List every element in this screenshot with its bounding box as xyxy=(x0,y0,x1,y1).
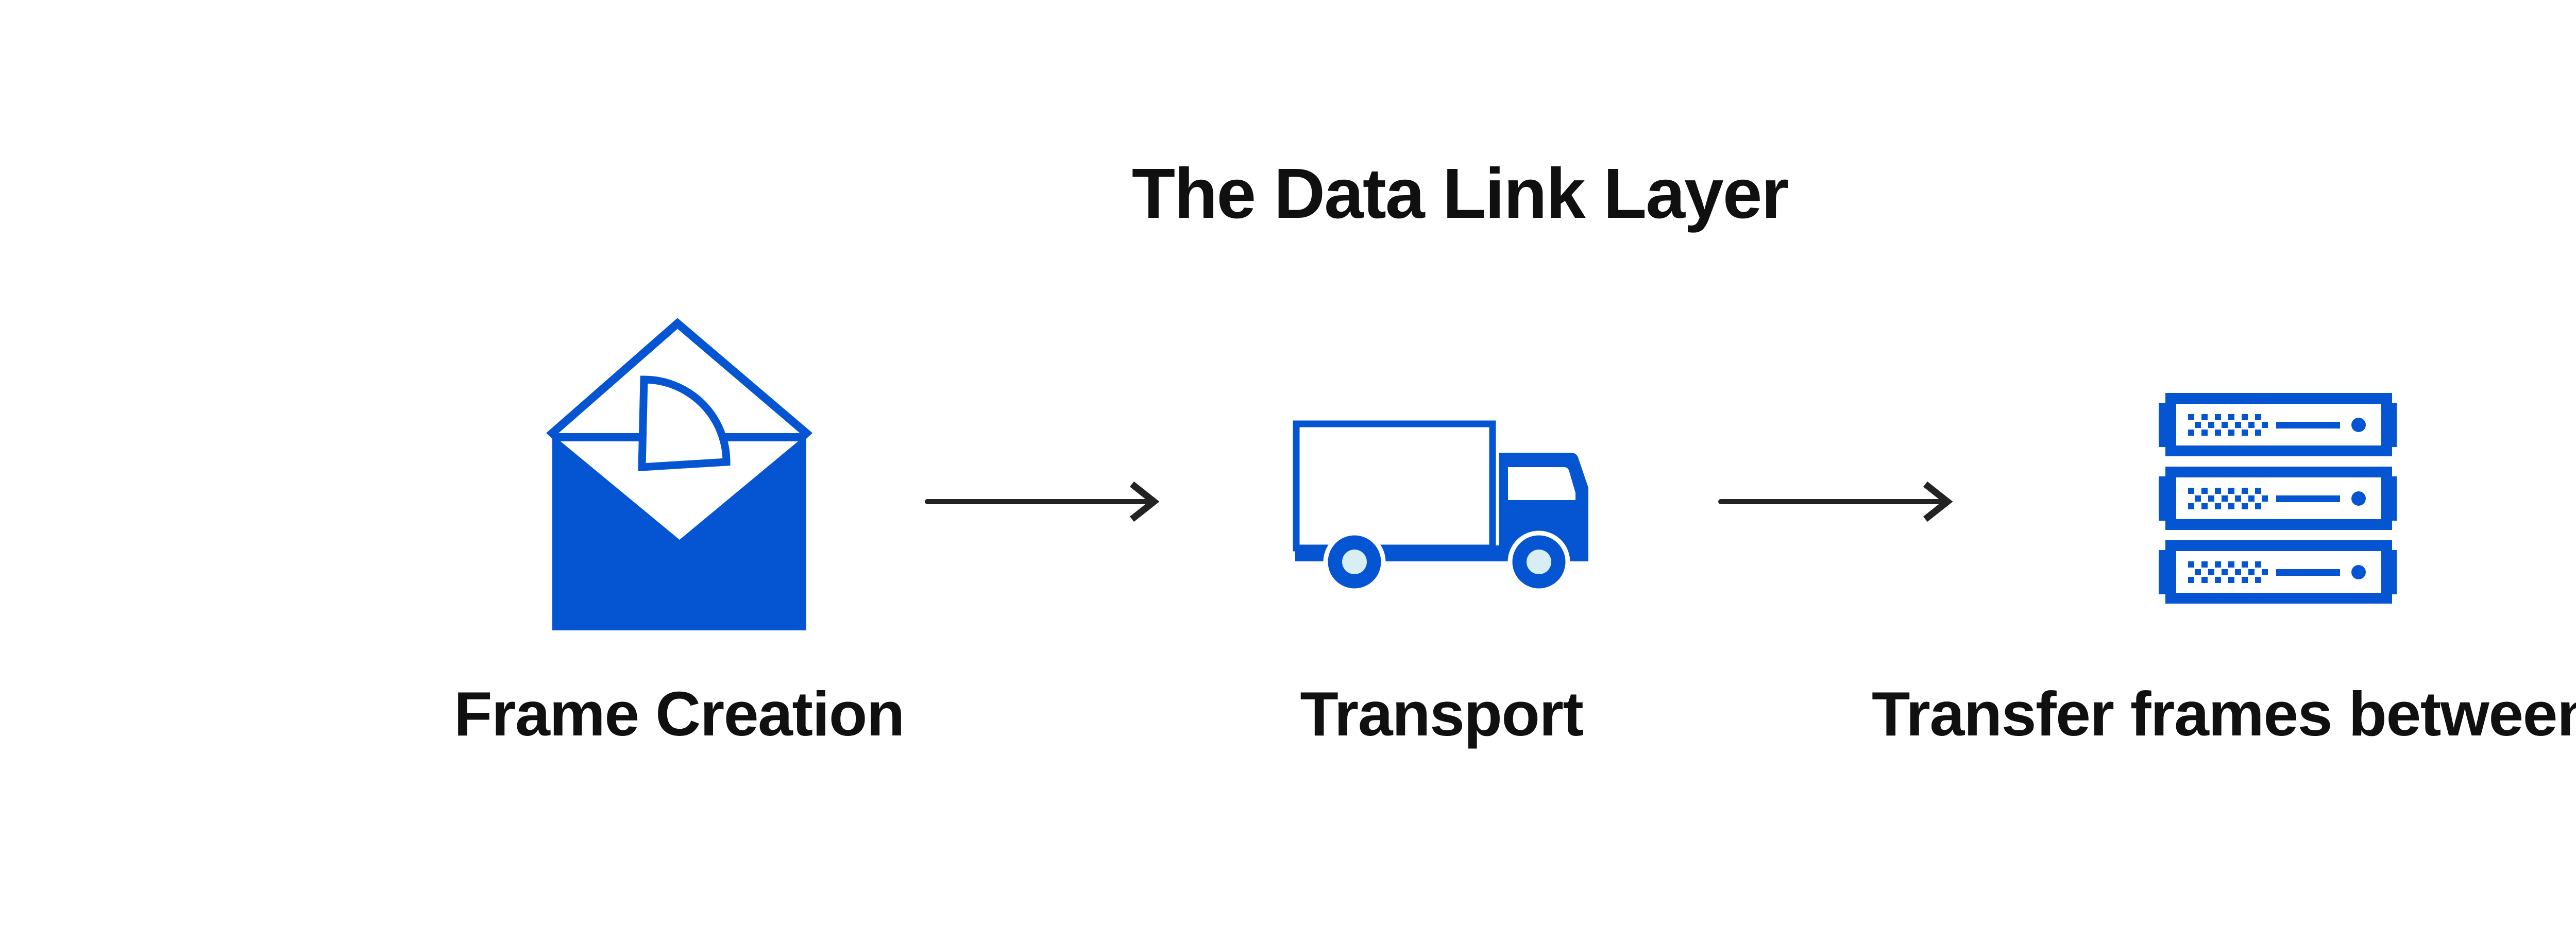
truck-rear-wheel-hub xyxy=(1342,550,1367,574)
letter-paper xyxy=(638,375,731,471)
server-unit-1 xyxy=(2159,393,2397,456)
delivery-truck-icon xyxy=(1293,420,1588,593)
server-stack-icon xyxy=(2159,393,2397,604)
server-unit-3 xyxy=(2159,540,2397,604)
server-unit-2 xyxy=(2159,467,2397,530)
arrow-right-icon-2 xyxy=(1718,481,1953,522)
envelope-letter-icon xyxy=(546,318,813,630)
arrow-right-icon-1 xyxy=(925,481,1160,522)
truck-cargo-box xyxy=(1293,420,1496,552)
label-transfer-frames: Transfer frames between net xyxy=(1872,679,2576,749)
envelope-opening xyxy=(561,441,798,540)
label-frame-creation: Frame Creation xyxy=(454,679,905,749)
truck-window xyxy=(1508,467,1575,500)
truck-front-wheel-hub xyxy=(1527,550,1551,574)
page-title: The Data Link Layer xyxy=(1131,154,1789,234)
label-transport: Transport xyxy=(1300,679,1584,749)
